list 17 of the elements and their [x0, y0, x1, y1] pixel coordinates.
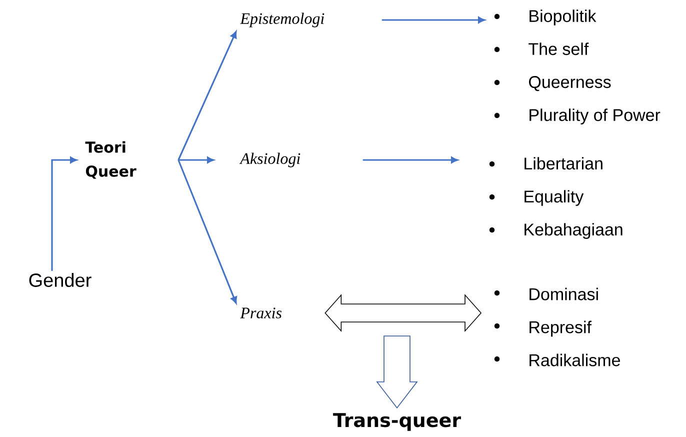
- block-arrow: [324, 294, 482, 332]
- heading-text: Trans-queer: [333, 413, 461, 431]
- topic-text: Epistemologi: [240, 12, 324, 28]
- bullet-list: Biopolitik The self Queerness Plurality of Power: [528, 10, 660, 124]
- arrow: [178, 31, 237, 160]
- arrow: [178, 160, 238, 304]
- bullet-list: Libertarian Equality Kebahagiaan: [524, 157, 622, 239]
- arrow: [51, 156, 77, 271]
- topic-text: Aksiologi: [239, 152, 300, 168]
- heading-text: Teori Queer: [85, 141, 136, 179]
- topic-text: Praxis: [240, 308, 282, 318]
- bullet-list: Dominasi Represif Radikalisme: [530, 288, 620, 366]
- label-text: Gender: [29, 273, 92, 287]
- arrow: [178, 156, 214, 164]
- block-arrow: [376, 336, 418, 409]
- arrow: [382, 16, 485, 24]
- arrow: [362, 156, 458, 164]
